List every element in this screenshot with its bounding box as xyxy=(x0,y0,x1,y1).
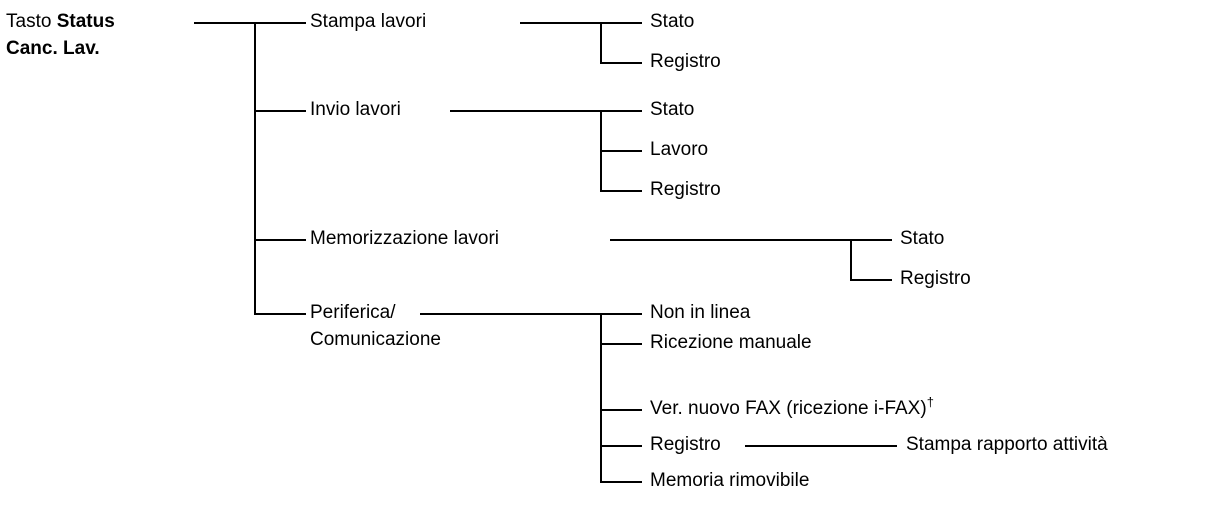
connector-periferica-horizontal xyxy=(420,313,602,315)
level1-periferica-line2: Comunicazione xyxy=(310,329,441,350)
level1-node-stampa-lavori[interactable]: Stampa lavori xyxy=(310,11,427,32)
connector-stub-stampa-registro xyxy=(600,62,642,64)
level2-node-periferica-registro[interactable]: Registro xyxy=(650,434,721,455)
connector-stub-stampa-stato xyxy=(600,22,642,24)
level2-node-invio-stato[interactable]: Stato xyxy=(650,99,695,120)
connector-stub-invio-lavoro xyxy=(600,150,642,152)
connector-stub-non-in-linea xyxy=(600,313,642,315)
connector-stub-memorizzazione-lavori xyxy=(254,239,306,241)
level1-node-memorizzazione-lavori[interactable]: Memorizzazione lavori xyxy=(310,228,500,249)
level3-node-stampa-rapporto-attivita[interactable]: Stampa rapporto attività xyxy=(906,434,1108,455)
connector-main-trunk xyxy=(254,22,256,314)
root-bold-line2: Canc. Lav. xyxy=(6,38,100,59)
connector-memorizzazione-trunk xyxy=(850,239,852,279)
level2-node-stampa-stato[interactable]: Stato xyxy=(650,11,695,32)
connector-stub-memorizzazione-stato xyxy=(850,239,892,241)
level2-node-stampa-registro[interactable]: Registro xyxy=(650,51,721,72)
connector-stub-periferica xyxy=(254,313,306,315)
connector-stub-ricezione-manuale xyxy=(600,343,642,345)
root-bold-line1: Status xyxy=(56,11,115,32)
level2-node-invio-lavoro[interactable]: Lavoro xyxy=(650,139,709,160)
level1-periferica-line1: Periferica/ xyxy=(310,302,396,323)
connector-stub-periferica-registro xyxy=(600,445,642,447)
level2-node-memorizzazione-registro[interactable]: Registro xyxy=(900,268,971,289)
connector-stub-invio-lavori xyxy=(254,110,306,112)
level1-node-periferica-comunicazione[interactable]: Periferica/ Comunicazione xyxy=(310,299,441,353)
root-node-label: Tasto Status Canc. Lav. xyxy=(6,8,115,62)
level2-node-invio-registro[interactable]: Registro xyxy=(650,179,721,200)
level2-node-ver-nuovo-fax[interactable]: Ver. nuovo FAX (ricezione i-FAX)† xyxy=(650,395,934,422)
connector-stampa-lavori-horizontal xyxy=(520,22,602,24)
root-prefix: Tasto xyxy=(6,11,57,32)
connector-stub-invio-registro xyxy=(600,190,642,192)
connector-stub-ver-nuovo-fax xyxy=(600,409,642,411)
level2-node-memoria-rimovibile[interactable]: Memoria rimovibile xyxy=(650,470,810,491)
connector-periferica-trunk xyxy=(600,313,602,481)
level2-node-non-in-linea[interactable]: Non in linea xyxy=(650,302,751,323)
connector-registro-to-stampa-rapporto xyxy=(745,445,897,447)
connector-stampa-lavori-trunk xyxy=(600,22,602,62)
connector-stub-invio-stato xyxy=(600,110,642,112)
level2-node-memorizzazione-stato[interactable]: Stato xyxy=(900,228,945,249)
connector-memorizzazione-horizontal xyxy=(610,239,852,241)
connector-stub-memoria-rimovibile xyxy=(600,481,642,483)
level1-node-invio-lavori[interactable]: Invio lavori xyxy=(310,99,401,120)
level2-node-ricezione-manuale[interactable]: Ricezione manuale xyxy=(650,332,812,353)
connector-stub-stampa-lavori xyxy=(254,22,306,24)
connector-stub-memorizzazione-registro xyxy=(850,279,892,281)
dagger-footnote-marker: † xyxy=(926,394,934,410)
connector-root-horizontal xyxy=(194,22,256,24)
connector-invio-lavori-horizontal xyxy=(450,110,602,112)
ver-nuovo-fax-label: Ver. nuovo FAX (ricezione i-FAX) xyxy=(650,398,927,419)
